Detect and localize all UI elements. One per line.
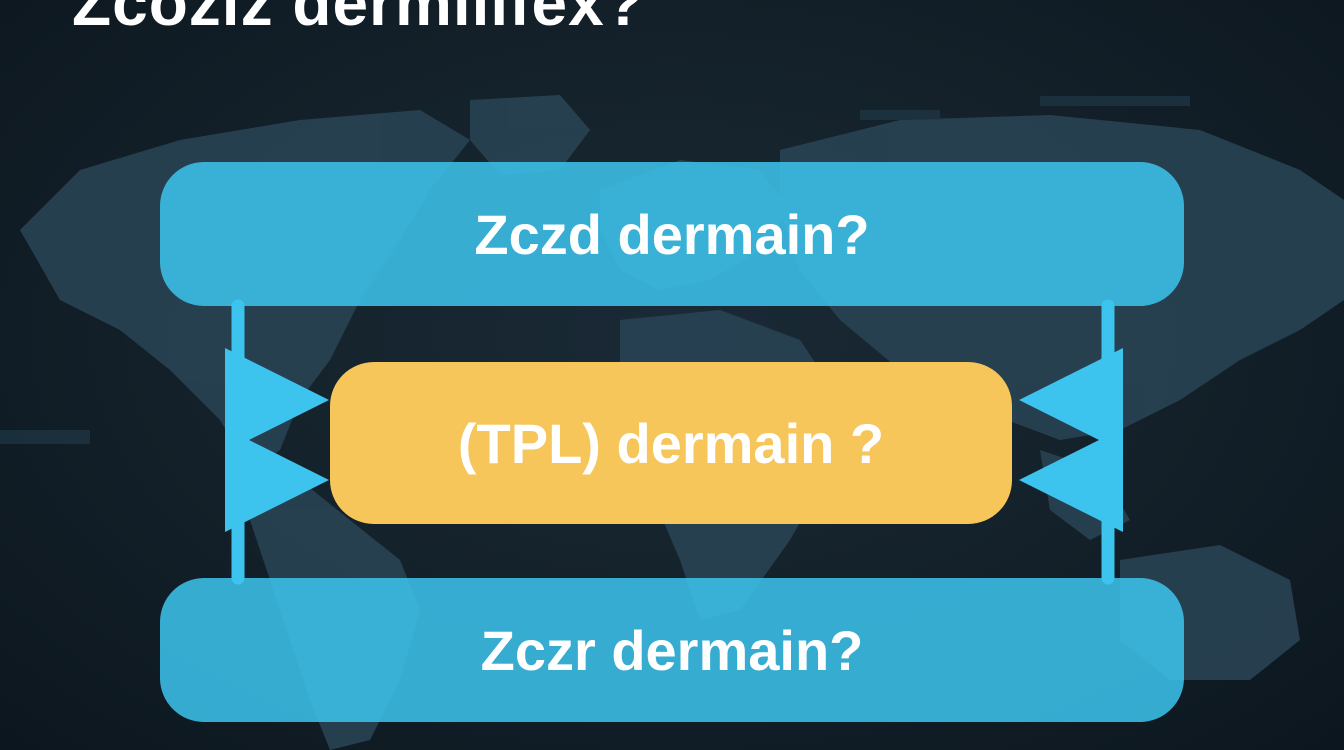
top-box: Zczd dermain? bbox=[160, 162, 1184, 306]
curved-arrow-icon bbox=[1019, 428, 1124, 585]
middle-box-label: (TPL) dermain ? bbox=[457, 411, 885, 475]
bottom-box: Zczr dermain? bbox=[160, 578, 1184, 722]
diagram-title: Zcoziz dermilifex? bbox=[72, 0, 645, 39]
top-box-label: Zczd dermain? bbox=[474, 202, 870, 266]
curved-arrow-icon bbox=[224, 428, 329, 585]
middle-box: (TPL) dermain ? bbox=[330, 362, 1012, 524]
bottom-box-label: Zczr dermain? bbox=[480, 618, 864, 682]
curved-arrow-icon bbox=[224, 299, 329, 452]
curved-arrow-icon bbox=[1019, 299, 1124, 452]
